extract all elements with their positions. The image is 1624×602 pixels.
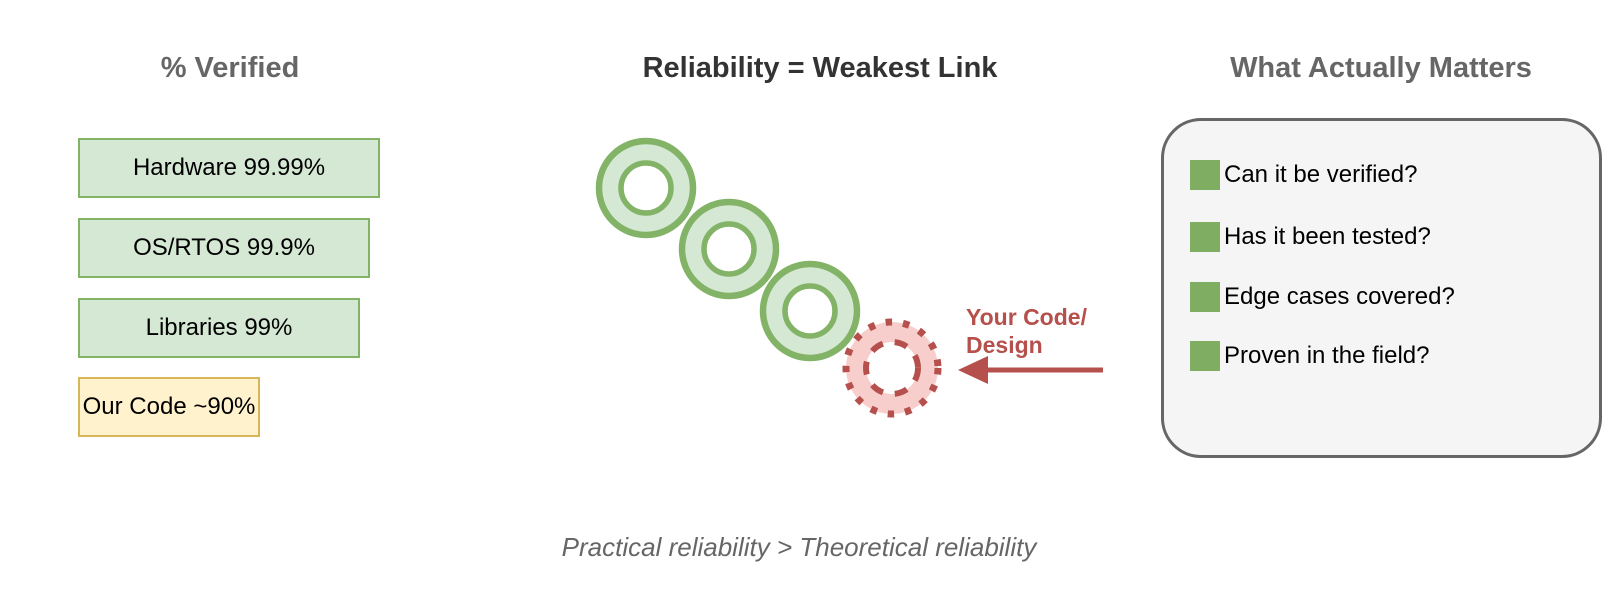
check-item-label: Can it be verified? [1224,161,1418,188]
verified-section-title: % Verified [160,52,300,84]
list-item: Edge cases covered? [1190,282,1455,312]
bottom-caption: Practical reliability > Theoretical reli… [561,532,1037,562]
bar-os-rtos-label: OS/RTOS 99.9% [133,234,315,261]
bar-os-rtos: OS/RTOS 99.9% [78,218,370,278]
what-matters-panel: Can it be verified? Has it been tested? … [1161,118,1602,458]
list-item: Has it been tested? [1190,222,1431,252]
weakest-link-section-title: Reliability = Weakest Link [642,52,998,84]
chain-link-icon [595,137,697,239]
checkbox-square-icon [1190,341,1220,371]
check-item-label: Has it been tested? [1224,223,1431,250]
weak-link-callout: Your Code/ Design [966,303,1087,359]
arrow-left-icon [958,356,1103,384]
checkbox-square-icon [1190,160,1220,190]
bar-our-code-label: Our Code ~90% [82,393,256,420]
weak-link-callout-line2: Design [966,332,1043,358]
what-matters-section-title: What Actually Matters [1230,52,1532,84]
checkbox-square-icon [1190,222,1220,252]
check-item-label: Proven in the field? [1224,342,1430,369]
bar-libraries-label: Libraries 99% [145,314,293,341]
list-item: Can it be verified? [1190,160,1417,190]
bar-our-code: Our Code ~90% [78,377,260,437]
chain-link-icon [759,260,861,362]
chain-link-icon [678,198,780,300]
bar-libraries: Libraries 99% [78,298,360,358]
chain-illustration [595,137,1103,418]
checkbox-square-icon [1190,282,1220,312]
check-item-label: Edge cases covered? [1224,283,1455,310]
bar-hardware: Hardware 99.99% [78,138,380,198]
list-item: Proven in the field? [1190,341,1429,371]
weak-link-icon [842,318,942,418]
weak-link-callout-line1: Your Code/ [966,304,1087,330]
bar-hardware-label: Hardware 99.99% [132,154,326,181]
